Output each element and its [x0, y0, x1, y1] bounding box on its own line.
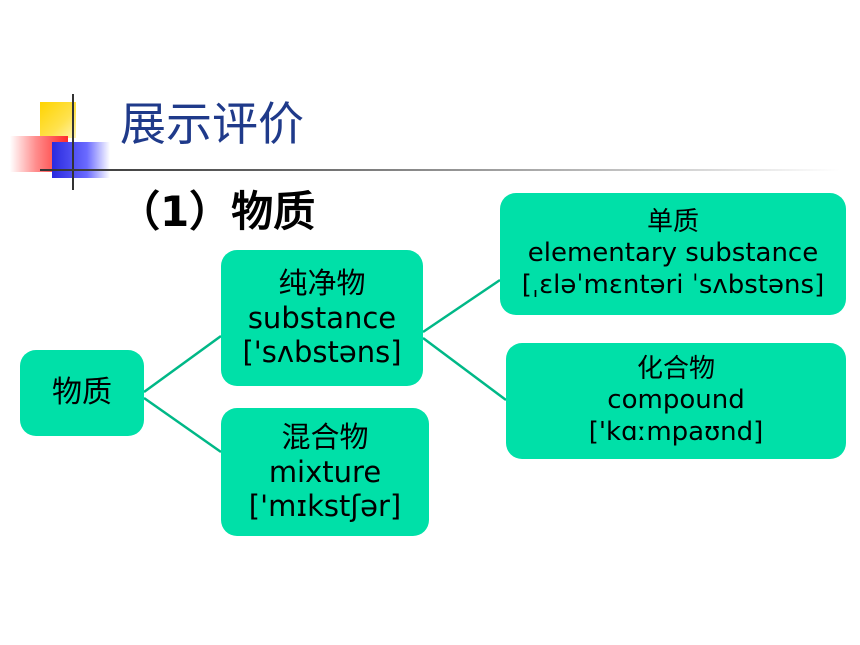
node-compound: 化合物 compound ['kɑːmpaʊnd] [506, 343, 846, 459]
decor-vertical-line [72, 94, 74, 190]
decor-blue-square [52, 142, 110, 178]
node-pure-substance: 纯净物 substance ['sʌbstəns] [221, 250, 423, 386]
node-compound-en: compound [607, 385, 745, 416]
connector-root-pure [143, 334, 222, 394]
node-mixture-zh: 混合物 [281, 419, 369, 454]
node-compound-zh: 化合物 [636, 354, 715, 385]
slide-title: 展示评价 [120, 97, 304, 151]
node-element: 单质 elementary substance [ˌɛləˈmɛntəri ˈs… [500, 193, 846, 315]
node-mixture-en: mixture [268, 454, 382, 489]
node-pure-ipa: ['sʌbstəns] [242, 335, 402, 370]
connector-pure-compound [422, 336, 507, 402]
node-pure-en: substance [247, 300, 397, 335]
title-underline [40, 169, 840, 171]
slide-subtitle: （1）物质 [118, 187, 316, 236]
node-mixture: 混合物 mixture ['mɪkstʃər] [221, 408, 429, 536]
node-element-ipa: [ˌɛləˈmɛntəri ˈsʌbstəns] [521, 269, 825, 300]
node-element-zh: 单质 [646, 207, 699, 238]
connector-pure-element [422, 278, 501, 334]
node-root-label: 物质 [52, 375, 112, 410]
node-substance-root: 物质 [20, 350, 144, 436]
node-compound-ipa: ['kɑːmpaʊnd] [588, 416, 764, 447]
decor-yellow-square [40, 102, 76, 138]
node-pure-zh: 纯净物 [278, 265, 366, 300]
connector-root-mixture [143, 396, 222, 454]
node-element-en: elementary substance [527, 238, 819, 269]
node-mixture-ipa: ['mɪkstʃər] [248, 489, 402, 524]
